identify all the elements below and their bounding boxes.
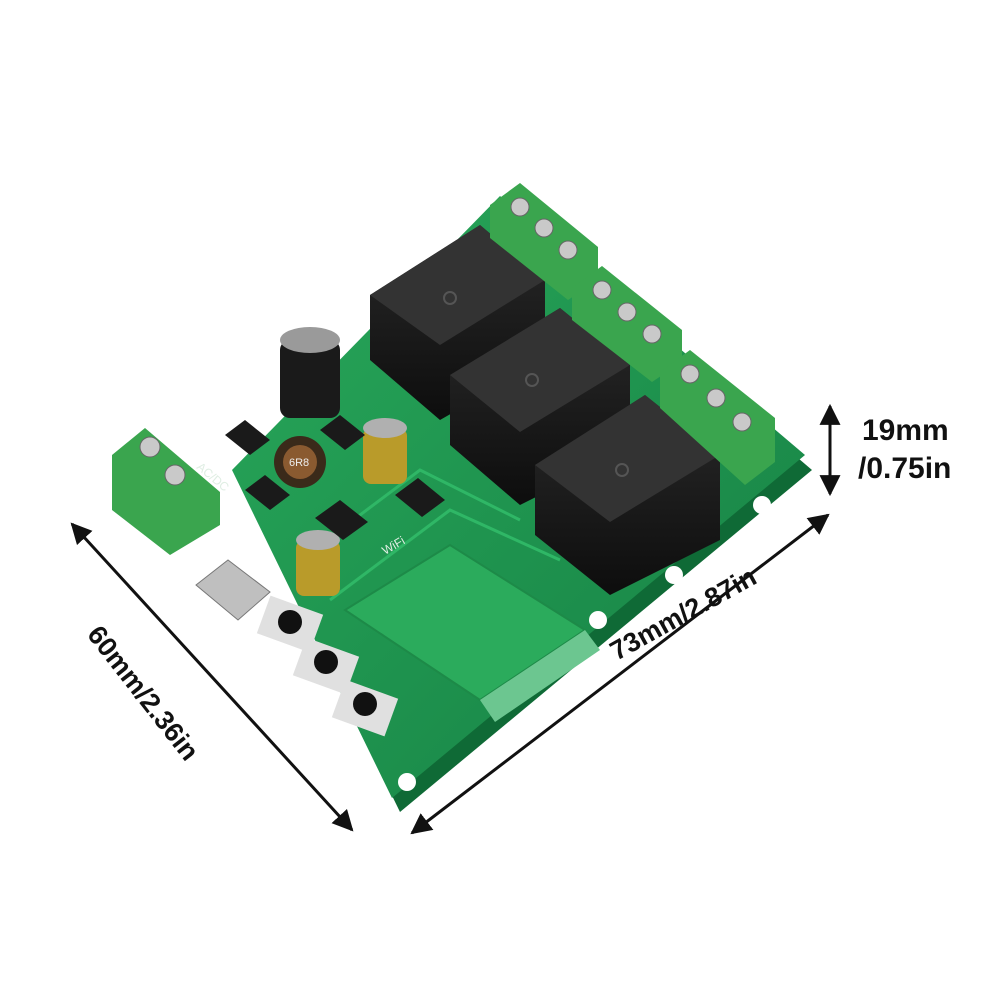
height-dimension-mm-label: 19mm [862,414,949,447]
usb-c-port [195,559,271,621]
inductor: 6R8 [274,436,326,488]
capacitor-gold-2 [296,530,340,596]
height-dimension-in-label: /0.75in [858,452,952,485]
inductor-marking: 6R8 [289,457,309,469]
depth-arrow [70,522,354,832]
capacitor-gold-1 [363,418,407,484]
terminal-block-output-3 [660,350,775,485]
terminal-block-power [112,428,220,555]
ic-chips [225,415,488,642]
capacitor-large [280,327,340,418]
width-arrow [410,513,830,835]
terminal-block-output-2 [572,266,682,382]
terminal-block-output-1 [490,183,598,300]
